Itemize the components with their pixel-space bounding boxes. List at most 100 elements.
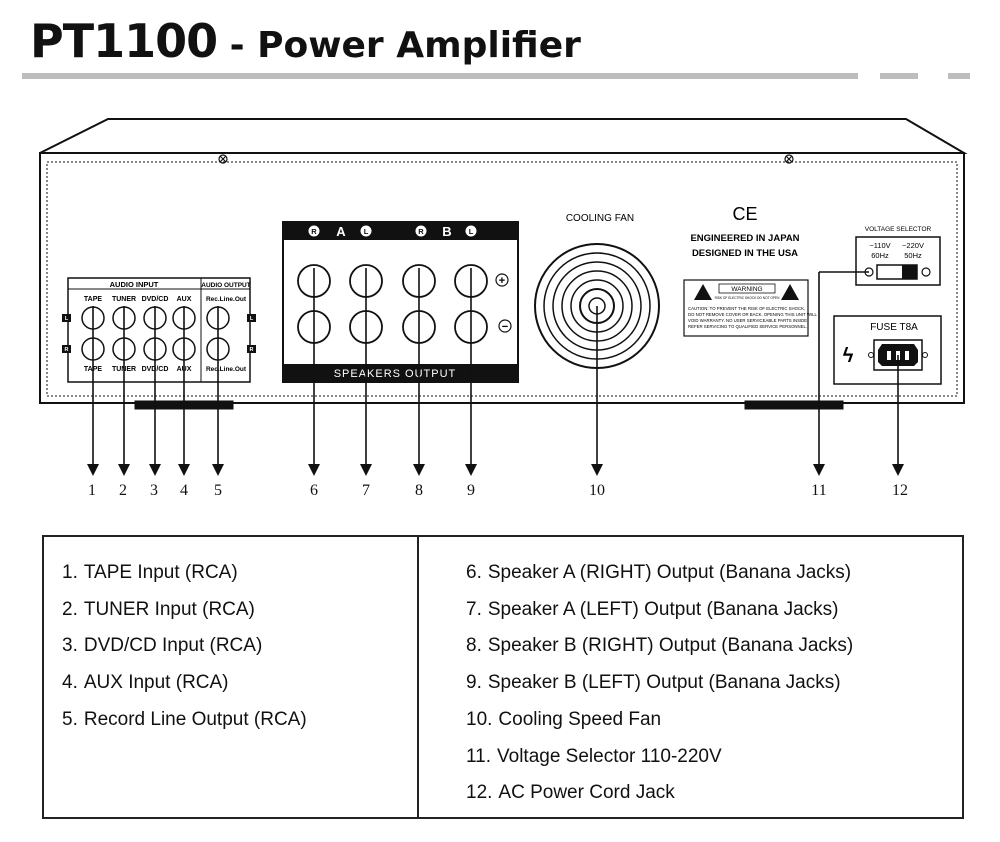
group-a-r-text: R xyxy=(311,227,317,236)
screw-right xyxy=(784,154,794,164)
group-b-r-badge xyxy=(415,225,427,237)
caution-line-1: CAUTION: TO PREVENT THE RISK OF ELECTRIC… xyxy=(688,306,805,311)
group-b-r-text: R xyxy=(418,227,424,236)
callout-7: 7 xyxy=(362,482,370,499)
freq-50: 50Hz xyxy=(904,251,922,260)
legend-item-number: 8. xyxy=(466,635,482,657)
voltage-selector-label: VOLTAGE SELECTOR xyxy=(865,226,932,233)
channel-tags: L R L R xyxy=(62,314,256,353)
warning-triangle-left-icon xyxy=(694,284,712,300)
legend-item: 11.Voltage Selector 110-220V xyxy=(466,739,853,776)
callout-6: 6 xyxy=(310,482,318,499)
plus-symbol: + xyxy=(499,275,505,287)
callout-1: 1 xyxy=(88,482,96,499)
arrow-5 xyxy=(212,306,224,476)
header-rule-main xyxy=(22,73,858,79)
speaker-output-block: SPEAKERS OUTPUT R A L R B L + xyxy=(282,221,519,383)
minus-symbol: − xyxy=(502,321,508,333)
legend-item-text: AC Power Cord Jack xyxy=(498,782,675,804)
subtitle: Power Amplifier xyxy=(257,25,581,66)
legend-item: 9.Speaker B (LEFT) Output (Banana Jacks) xyxy=(466,665,853,702)
tuner-label-top: TUNER xyxy=(112,296,136,303)
lightning-icon: ϟ xyxy=(843,345,854,367)
caution-line-3: VOID WARRANTY. NO USER SERVICEABLE PARTS… xyxy=(688,318,808,323)
legend-divider xyxy=(417,537,419,817)
title-separator: - xyxy=(217,25,258,66)
legend-item: 2.TUNER Input (RCA) xyxy=(62,592,307,629)
arrow-2 xyxy=(118,306,130,476)
freq-60: 60Hz xyxy=(871,251,889,260)
legend-left-column: 1.TAPE Input (RCA) 2.TUNER Input (RCA) 3… xyxy=(62,555,307,739)
cooling-fan-label: COOLING FAN xyxy=(566,213,634,224)
callout-3: 3 xyxy=(150,482,158,499)
speaker-frame xyxy=(282,221,519,383)
audio-input-label: AUDIO INPUT xyxy=(110,280,159,289)
group-a-label: A xyxy=(336,224,346,239)
arrow-3 xyxy=(149,306,161,476)
legend-item-number: 7. xyxy=(466,598,482,620)
aux-label-top: AUX xyxy=(177,296,192,303)
legend-item-text: Speaker A (RIGHT) Output (Banana Jacks) xyxy=(487,562,852,583)
callout-numbers: 1 2 3 4 5 6 7 8 9 10 11 12 xyxy=(88,482,908,499)
group-a-l-text: L xyxy=(364,227,369,236)
legend-item: 6.Speaker A (RIGHT) Output (Banana Jacks… xyxy=(466,555,853,592)
ce-mark: CE xyxy=(732,204,757,224)
left-tag-out-text: L xyxy=(250,316,254,322)
rec-out-label-top: Rec.Line.Out xyxy=(206,296,247,303)
designed-label: DESIGNED IN THE USA xyxy=(692,248,798,259)
group-b-label: B xyxy=(442,224,451,239)
right-tag-in-text: R xyxy=(65,347,69,353)
arrow-6 xyxy=(308,268,320,476)
callout-4: 4 xyxy=(180,482,188,499)
header-rule-dash-1 xyxy=(880,73,918,79)
callout-10: 10 xyxy=(589,482,605,499)
dvdcd-label-top: DVD/CD xyxy=(142,296,169,303)
left-tag-in-text: L xyxy=(65,316,69,322)
legend-item: 4.AUX Input (RCA) xyxy=(62,665,307,702)
legend-item-number: 6. xyxy=(466,562,482,583)
arrow-1 xyxy=(87,306,99,476)
legend-item-number: 3. xyxy=(62,635,78,657)
arrow-9 xyxy=(465,268,477,476)
warning-sub: RISK OF ELECTRIC SHOCK DO NOT OPEN xyxy=(715,296,780,300)
certification-area: CE ENGINEERED IN JAPAN DESIGNED IN THE U… xyxy=(683,204,818,337)
callout-5: 5 xyxy=(214,482,222,499)
legend-item-number: 1. xyxy=(62,562,78,583)
group-b-l-badge xyxy=(465,225,477,237)
legend-item-text: Voltage Selector 110-220V xyxy=(497,745,722,767)
arrow-10 xyxy=(591,306,603,476)
legend-item-text: Cooling Speed Fan xyxy=(498,708,662,730)
callout-12: 12 xyxy=(892,482,908,499)
fuse-frame xyxy=(833,315,942,385)
legend-item-number: 11. xyxy=(466,745,492,767)
page-title: PT1100 - Power Amplifier xyxy=(30,14,581,68)
legend-item: 8.Speaker B (RIGHT) Output (Banana Jacks… xyxy=(466,628,853,665)
right-tag-out-text: R xyxy=(250,347,254,353)
legend-table: 1.TAPE Input (RCA) 2.TUNER Input (RCA) 3… xyxy=(42,535,964,819)
legend-item: 7.Speaker A (LEFT) Output (Banana Jacks) xyxy=(466,592,853,629)
arrow-4 xyxy=(178,306,190,476)
legend-item-text: TAPE Input (RCA) xyxy=(83,562,238,583)
arrow-12 xyxy=(892,355,904,476)
group-b-l-text: L xyxy=(469,227,474,236)
screw-left xyxy=(218,154,228,164)
voltage-110: ~110V xyxy=(869,241,890,250)
legend-item-text: Speaker A (LEFT) Output (Banana Jacks) xyxy=(487,598,839,620)
speaker-footer-bar xyxy=(283,364,518,382)
legend-item: 3.DVD/CD Input (RCA) xyxy=(62,628,307,665)
arrow-7 xyxy=(360,268,372,476)
callout-9: 9 xyxy=(467,482,475,499)
left-tag-in xyxy=(62,314,71,322)
legend-item-text: DVD/CD Input (RCA) xyxy=(83,635,263,657)
polarity-minus: − xyxy=(498,319,512,333)
speakers-output-label: SPEAKERS OUTPUT xyxy=(334,368,457,380)
legend-item-text: TUNER Input (RCA) xyxy=(83,598,255,620)
legend-item-number: 12. xyxy=(466,782,493,804)
right-tag-in xyxy=(62,345,71,353)
tape-label-top: TAPE xyxy=(84,296,102,303)
header-rule-dash-2 xyxy=(948,73,970,79)
legend-item-number: 5. xyxy=(62,708,78,730)
voltage-switch-knob[interactable] xyxy=(902,265,917,279)
warning-label: WARNING xyxy=(731,286,762,293)
